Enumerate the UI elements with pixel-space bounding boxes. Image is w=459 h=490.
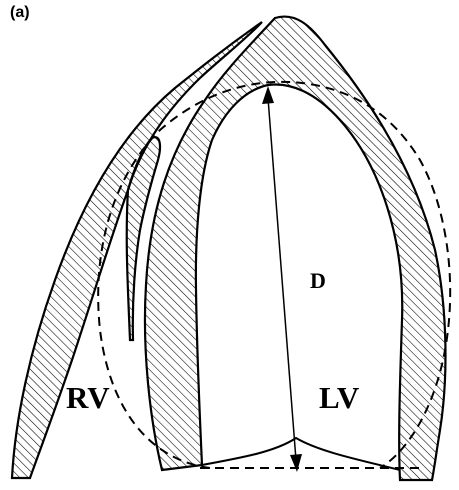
arrowhead-bottom — [290, 454, 302, 472]
d-label: D — [310, 268, 326, 294]
panel-label: (a) — [10, 4, 30, 22]
rv-label: RV — [66, 380, 110, 416]
long-axis-line — [268, 98, 296, 460]
lv-label: LV — [319, 380, 359, 416]
mitral-valve-lines — [202, 438, 400, 470]
arrowhead-top — [262, 86, 274, 104]
